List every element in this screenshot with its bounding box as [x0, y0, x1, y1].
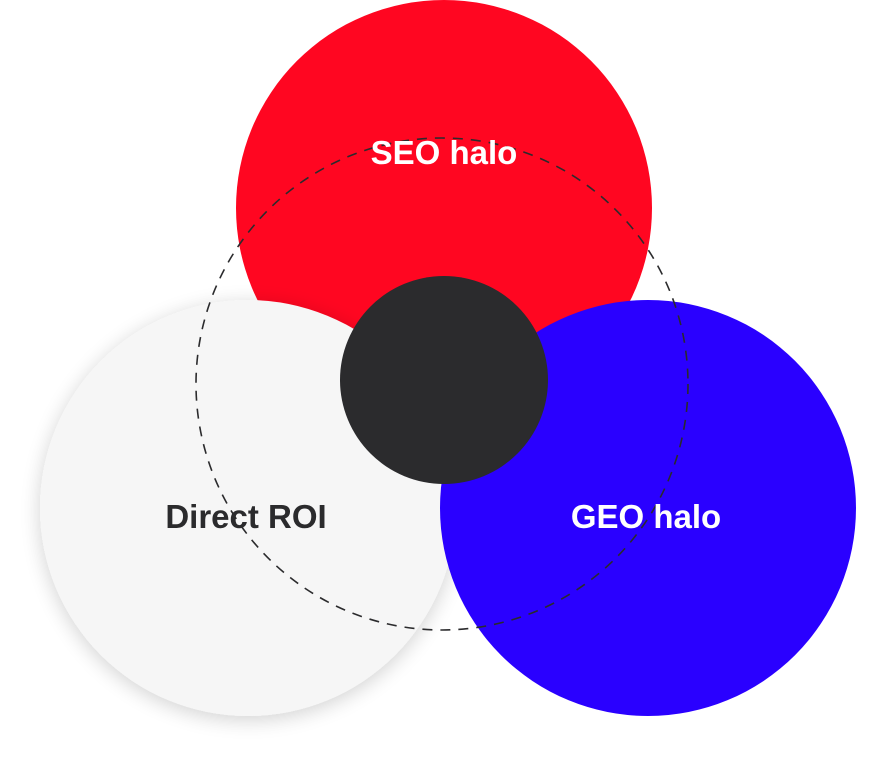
- direct-roi-label: Direct ROI: [165, 498, 326, 535]
- dashed-outline-circle: [195, 137, 689, 631]
- seo-halo-circle: [236, 0, 652, 416]
- center-circle: [340, 276, 548, 484]
- geo-halo-label: GEO halo: [571, 498, 721, 535]
- seo-halo-label: SEO halo: [371, 134, 518, 171]
